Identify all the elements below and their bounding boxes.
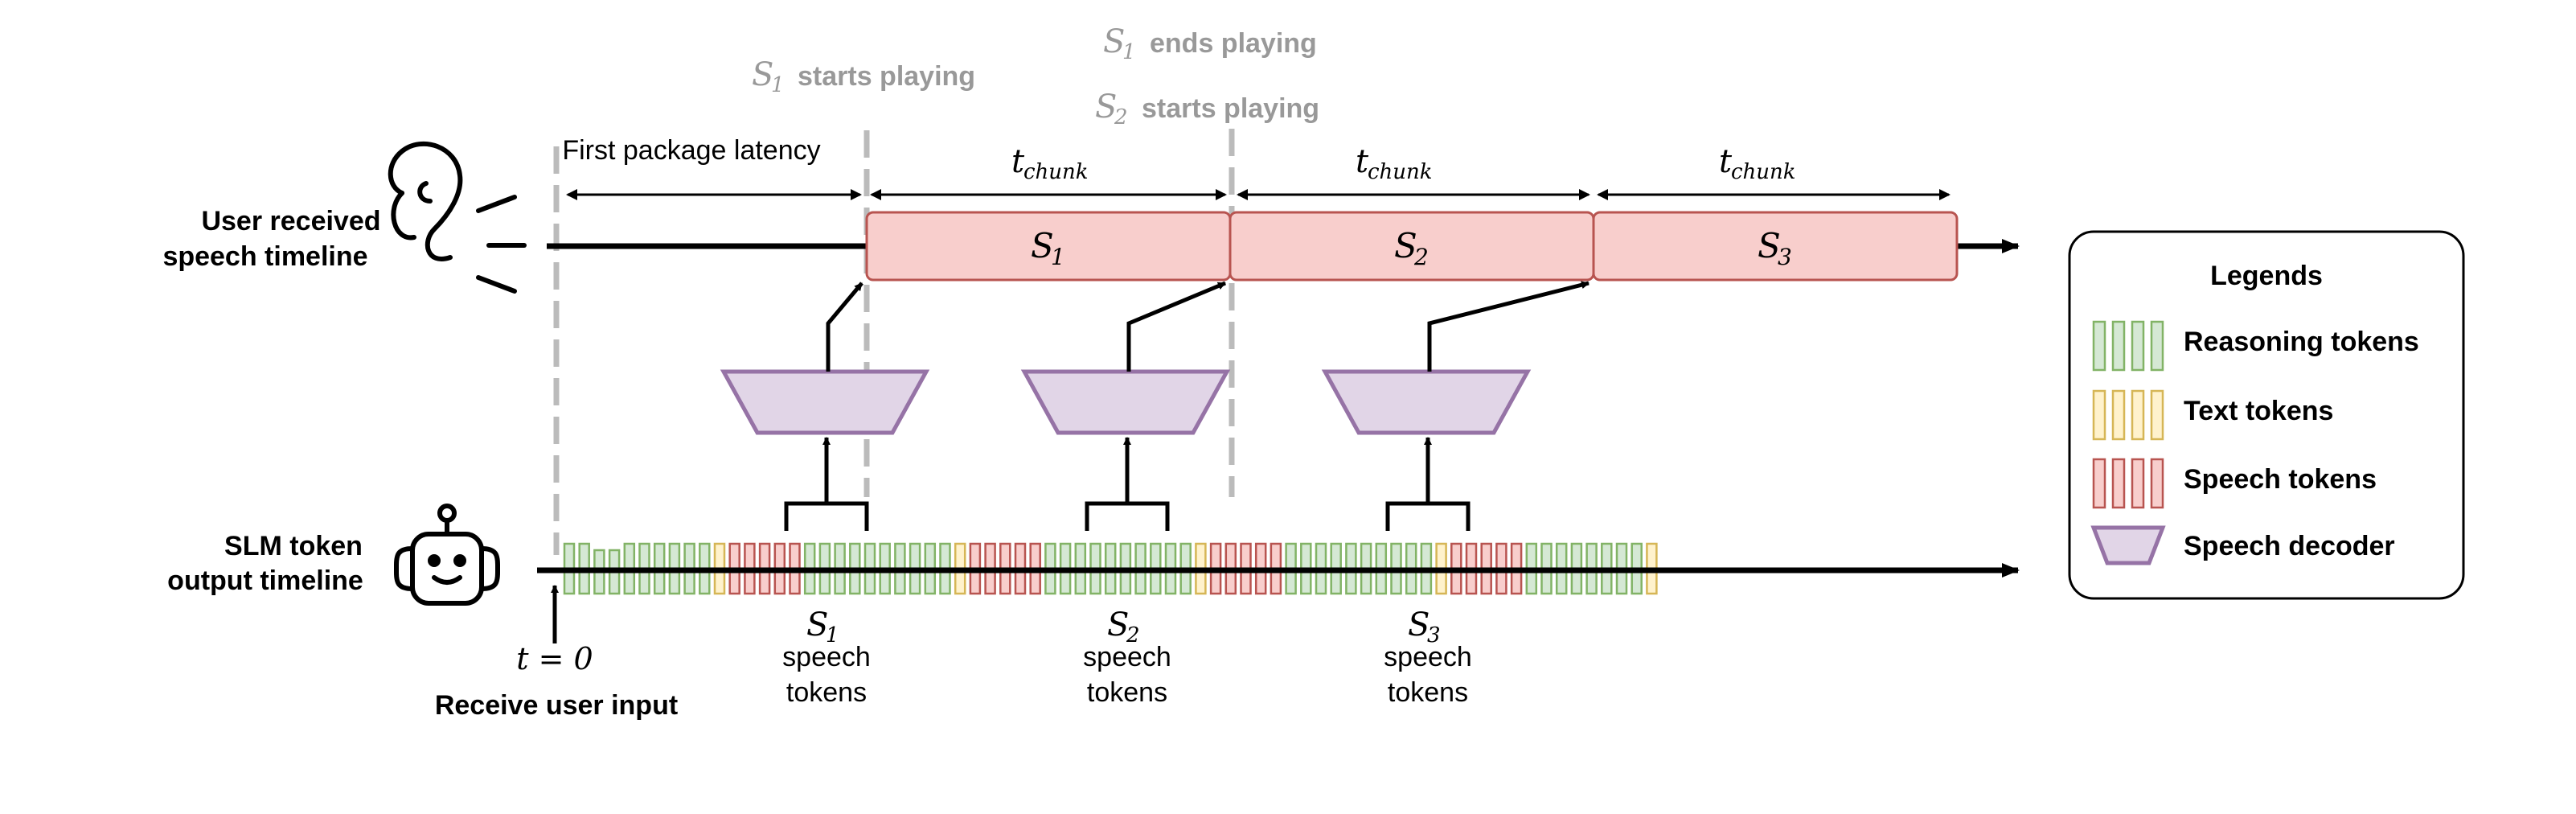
svg-text:speech: speech: [1384, 642, 1472, 672]
segment-label-base: S: [1758, 226, 1781, 265]
svg-text:S: S: [752, 56, 773, 93]
svg-text:chunk: chunk: [1368, 160, 1433, 184]
user-timeline-label-line1: User received: [201, 206, 380, 236]
legend-text-token-icon: [2150, 389, 2164, 441]
svg-text:speech: speech: [1083, 642, 1171, 672]
t-chunk-label-1: t chunk: [1011, 143, 1089, 184]
s1-starts-label: S 1 starts playing: [752, 56, 975, 97]
decoder-2-input-bracket: [1085, 437, 1170, 531]
legend-reasoning-token-icon: [2131, 320, 2145, 372]
slm-timeline-label-line1: SLM token: [224, 531, 363, 561]
svg-text:starts playing: starts playing: [1142, 93, 1319, 124]
decoder-3-input-bracket: [1385, 437, 1471, 531]
legend-text-token-icon: [2131, 389, 2145, 441]
legend-reasoning-token-icon: [2150, 320, 2164, 372]
segment-label-base: S: [1394, 226, 1417, 265]
robot-icon: [394, 504, 500, 606]
t-chunk-label-2: t chunk: [1356, 143, 1433, 184]
s2-speech-tokens-label: S 2 speech tokens: [1083, 606, 1171, 708]
svg-text:1: 1: [826, 623, 839, 648]
svg-text:t: t: [1011, 143, 1025, 180]
decoder-3-output-arrow: [1427, 281, 1589, 372]
first-package-latency-label: First package latency: [562, 135, 820, 166]
t-chunk-label-3: t chunk: [1719, 143, 1796, 184]
svg-text:t: t: [1719, 143, 1733, 180]
legend-label-text: Text tokens: [2184, 396, 2333, 426]
s1-speech-tokens-label: S 1 speech tokens: [782, 606, 871, 708]
svg-text:chunk: chunk: [1731, 160, 1796, 184]
svg-text:tokens: tokens: [1087, 677, 1167, 708]
legend-label-speech: Speech tokens: [2184, 464, 2377, 495]
svg-text:S: S: [1107, 606, 1129, 643]
s1-ends-label: S 1 ends playing: [1103, 23, 1317, 64]
receive-user-input-label: Receive user input: [435, 690, 678, 721]
legend-label-reasoning: Reasoning tokens: [2184, 327, 2419, 357]
svg-text:chunk: chunk: [1023, 160, 1089, 184]
legend-box: Legends Reasoning tokens Text tokens Spe…: [2068, 230, 2465, 600]
legend-title: Legends: [2210, 261, 2323, 291]
legend-speech-token-icon: [2092, 458, 2106, 509]
segment-label-base: S: [1031, 226, 1054, 265]
speech-segment-s1: S 1: [865, 211, 1232, 282]
s3-speech-tokens-label: S 3 speech tokens: [1384, 606, 1472, 708]
speech-decoder-2: [1020, 369, 1231, 435]
svg-text:tokens: tokens: [786, 677, 867, 708]
legend-text-token-icon: [2111, 389, 2126, 441]
svg-text:2: 2: [1126, 623, 1140, 648]
speech-decoder-1: [720, 369, 930, 435]
s2-starts-label: S 2 starts playing: [1095, 88, 1319, 130]
ear-icon: [388, 141, 527, 294]
svg-text:S: S: [806, 606, 828, 643]
t-zero-label: t = 0: [516, 641, 593, 676]
svg-text:tokens: tokens: [1388, 677, 1468, 708]
svg-text:speech: speech: [782, 642, 871, 672]
svg-text:starts playing: starts playing: [798, 61, 975, 92]
user-timeline-label-line2: speech timeline: [162, 241, 367, 272]
svg-text:1: 1: [771, 73, 785, 97]
decoder-1-input-bracket: [784, 437, 869, 531]
legend-text-token-icon: [2092, 389, 2106, 441]
slm-timeline-label-line2: output timeline: [167, 565, 363, 596]
svg-text:t: t: [1356, 143, 1369, 180]
legend-reasoning-token-icon: [2092, 320, 2106, 372]
segment-label-sub: 2: [1413, 244, 1429, 270]
legend-decoder-icon: [2090, 525, 2166, 565]
speech-segment-s2: S 2: [1229, 211, 1595, 282]
svg-text:S: S: [1408, 606, 1430, 643]
legend-speech-token-icon: [2111, 458, 2126, 509]
svg-text:S: S: [1095, 88, 1117, 125]
legend-reasoning-token-icon: [2111, 320, 2126, 372]
svg-text:S: S: [1103, 23, 1125, 60]
speech-decoder-3: [1321, 369, 1532, 435]
speech-segment-s3: S 3: [1592, 211, 1959, 282]
segment-label-sub: 1: [1051, 244, 1065, 270]
segment-label-sub: 3: [1778, 244, 1792, 270]
decoder-2-output-arrow: [1126, 281, 1226, 372]
legend-speech-token-icon: [2131, 458, 2145, 509]
legend-label-decoder: Speech decoder: [2184, 531, 2395, 561]
legend-speech-token-icon: [2150, 458, 2164, 509]
legend-icons: [2092, 320, 2164, 509]
svg-text:1: 1: [1122, 40, 1136, 64]
svg-text:ends playing: ends playing: [1150, 28, 1317, 59]
decoder-1-output-arrow: [826, 282, 863, 372]
svg-text:3: 3: [1427, 623, 1441, 648]
svg-text:2: 2: [1114, 105, 1128, 130]
